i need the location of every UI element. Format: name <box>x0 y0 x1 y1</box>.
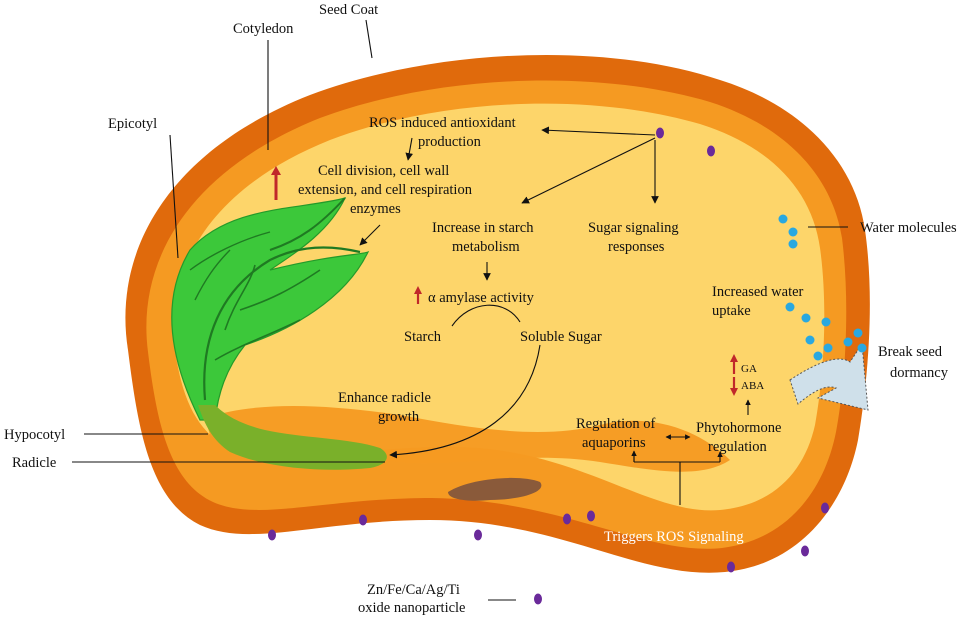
soluble-sugar-label: Soluble Sugar <box>520 329 602 345</box>
aquaporins-line-2: aquaporins <box>582 435 646 451</box>
break-dormancy-arrow <box>789 342 869 411</box>
sugar-signaling-line-1: Sugar signaling <box>588 220 679 236</box>
ros-antioxidant-line-1: ROS induced antioxidant <box>369 115 516 131</box>
water-uptake-line-2: uptake <box>712 303 751 319</box>
ros-antioxidant-line-2: production <box>418 134 482 150</box>
starch-metabolism-line-1: Increase in starch <box>432 220 534 236</box>
water-molecules-label: Water molecules <box>860 220 957 236</box>
cotyledon-leaves <box>171 197 370 421</box>
nanoparticles <box>268 127 829 605</box>
amylase-label: α amylase activity <box>428 290 535 306</box>
nanoparticle-label-2: oxide nanoparticle <box>358 600 466 616</box>
radicle-growth-line-2: growth <box>378 409 420 425</box>
starch-label: Starch <box>404 329 442 345</box>
phytohormone-line-2: regulation <box>708 439 768 455</box>
ga-label: GA <box>741 363 757 375</box>
cell-division-line-1: Cell division, cell wall <box>318 163 449 179</box>
phytohormone-line-1: Phytohormone <box>696 420 781 436</box>
break-dormancy-label-2: dormancy <box>890 365 949 381</box>
seed-coat-label: Seed Coat <box>319 2 378 18</box>
epicotyl-label: Epicotyl <box>108 116 157 132</box>
cotyledon-label: Cotyledon <box>233 21 294 37</box>
aba-down-arrow <box>730 377 738 396</box>
brown-spot <box>448 477 542 501</box>
radicle-label: Radicle <box>12 455 56 471</box>
cotyledon-up-arrow <box>271 166 281 200</box>
aba-label: ABA <box>741 380 764 392</box>
cell-division-line-2: extension, and cell respiration <box>298 182 473 198</box>
triggers-ros-label: Triggers ROS Signaling <box>604 529 744 545</box>
sugar-signaling-line-2: responses <box>608 239 665 255</box>
aquaporins-line-1: Regulation of <box>576 416 656 432</box>
cell-division-line-3: enzymes <box>350 201 401 217</box>
radicle-growth-line-1: Enhance radicle <box>338 390 431 406</box>
amylase-up-arrow <box>414 286 422 304</box>
hypocotyl-radicle <box>198 405 387 470</box>
hypocotyl-label: Hypocotyl <box>4 427 65 443</box>
break-dormancy-label-1: Break seed <box>878 344 943 360</box>
starch-metabolism-line-2: metabolism <box>452 239 520 255</box>
water-molecules <box>778 214 867 361</box>
ga-up-arrow <box>730 354 738 374</box>
nanoparticle-label-1: Zn/Fe/Ca/Ag/Ti <box>367 582 460 598</box>
water-uptake-line-1: Increased water <box>712 284 804 300</box>
